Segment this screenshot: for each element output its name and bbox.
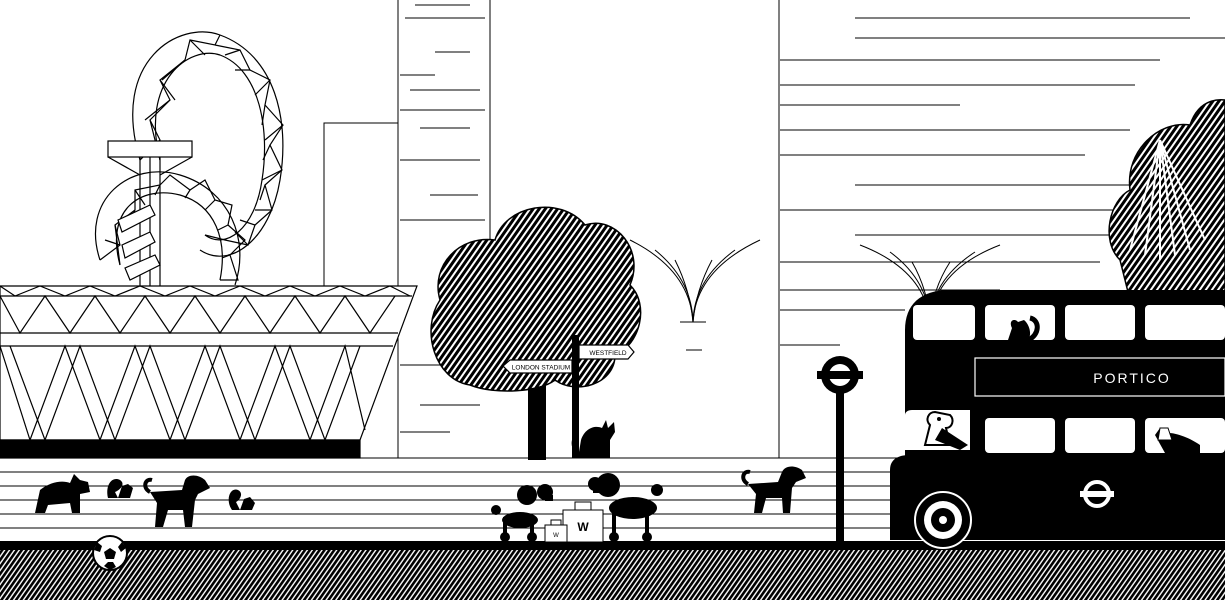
- bus-wheel: [914, 491, 972, 549]
- shopping-bag-large-label: W: [577, 520, 589, 534]
- signpost: LONDON STADIUM WESTFIELD: [502, 335, 635, 458]
- cat-in-bus-icon: [1155, 427, 1200, 453]
- cat-icon: [571, 420, 615, 458]
- bus-destination-board: [974, 357, 1225, 397]
- london-stadium: [0, 285, 418, 459]
- tall-building-left: [397, 0, 491, 458]
- bus-destination-label: PORTICO: [1093, 370, 1171, 386]
- kerb: [0, 541, 1225, 550]
- squirrel-in-bus-icon: [1008, 315, 1040, 343]
- orbit-tower: [94, 31, 284, 300]
- tree: [430, 206, 642, 460]
- signpost-london-stadium-label: LONDON STADIUM: [512, 365, 570, 372]
- shopping-bags: W W: [544, 501, 604, 543]
- double-decker-bus: PORTICO: [890, 290, 1225, 549]
- office-building-right: [778, 0, 1225, 458]
- squirrel-icon-2: [228, 489, 255, 510]
- bus-roundel-icon: [1080, 480, 1114, 508]
- dog-driver-icon: [923, 410, 968, 450]
- tree-right: [1108, 98, 1225, 301]
- road: [0, 550, 1225, 600]
- london-underground-roundel-icon: [817, 356, 863, 545]
- dog-icon: [741, 466, 806, 513]
- squirrel-icon: [107, 479, 133, 498]
- fountain-left: [629, 239, 761, 351]
- shopping-bag-small-label: W: [553, 533, 559, 539]
- football-icon: [92, 535, 128, 571]
- poodle-left-icon: [491, 484, 553, 542]
- signpost-westfield-label: WESTFIELD: [589, 350, 627, 357]
- scottie-dog-icon: [35, 474, 90, 513]
- terrier-dog-icon: [143, 475, 210, 527]
- poodle-right-icon: [588, 473, 663, 542]
